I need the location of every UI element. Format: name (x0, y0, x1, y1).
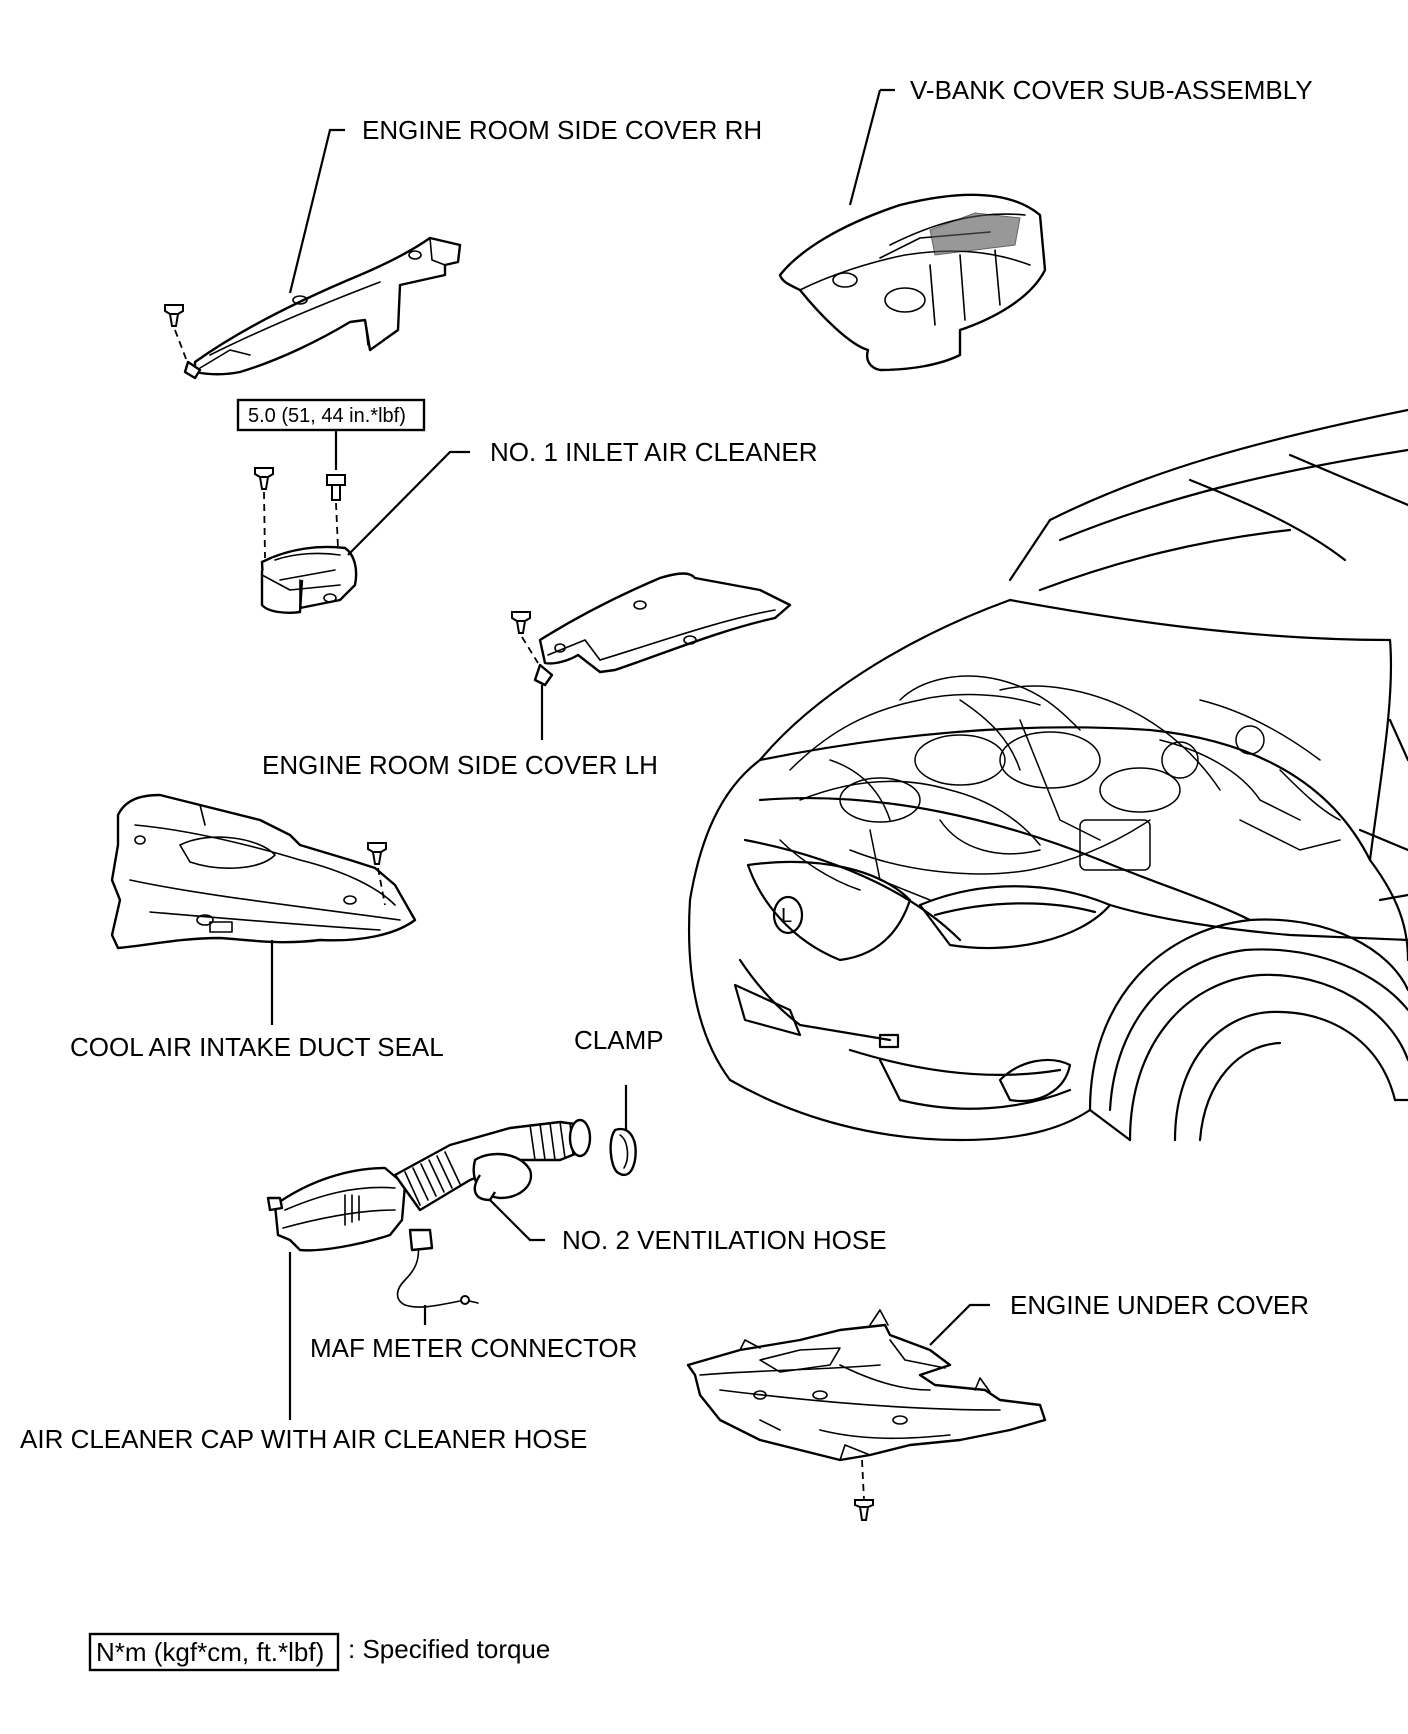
cool-air-intake-duct-seal-part (110, 793, 417, 950)
torque-value: 5.0 (51, 44 in.*lbf) (248, 405, 406, 427)
engine-room-side-cover-lh-part (533, 572, 792, 687)
vehicle-front-illustration: L (687, 408, 1408, 1142)
v-bank-cover-part (778, 193, 1047, 372)
label-v-bank-cover: V-BANK COVER SUB-ASSEMBLY (910, 75, 1313, 105)
clamp-part (609, 1127, 637, 1176)
label-cool-air-intake-duct-seal: COOL AIR INTAKE DUCT SEAL (70, 1032, 444, 1062)
label-engine-under-cover: ENGINE UNDER COVER (1010, 1290, 1309, 1320)
clip-inlet-left-icon (254, 467, 274, 490)
torque-legend: N*m (kgf*cm, ft.*lbf) : Specified torque (88, 1632, 550, 1672)
label-engine-room-side-cover-rh: ENGINE ROOM SIDE COVER RH (362, 115, 762, 145)
engine-room-side-cover-rh-part (183, 236, 462, 380)
label-no1-inlet-air-cleaner: NO. 1 INLET AIR CLEANER (490, 437, 818, 467)
clip-lh-icon (511, 611, 531, 634)
bolt-inlet-icon (326, 474, 346, 501)
label-air-cleaner-cap: AIR CLEANER CAP WITH AIR CLEANER HOSE (20, 1424, 587, 1454)
no1-inlet-air-cleaner-part (260, 545, 358, 614)
legend-description: : Specified torque (348, 1634, 550, 1664)
clip-rh-icon (164, 304, 184, 327)
label-engine-room-side-cover-lh: ENGINE ROOM SIDE COVER LH (262, 750, 658, 780)
engine-compartment-detail (779, 675, 1341, 901)
air-cleaner-cap-with-hose-part (266, 1118, 592, 1308)
leader-engine-room-side-cover-rh (288, 128, 345, 294)
leader-v-bank-cover (848, 88, 895, 206)
clip-duct-seal-icon (367, 842, 387, 865)
bolt-under-cover-icon (854, 1499, 874, 1521)
label-maf-meter-connector: MAF METER CONNECTOR (310, 1333, 637, 1363)
label-no2-ventilation-hose: NO. 2 VENTILATION HOSE (562, 1225, 887, 1255)
label-clamp: CLAMP (574, 1025, 664, 1055)
leader-no1-inlet-air-cleaner (347, 450, 470, 556)
torque-spec-box: 5.0 (51, 44 in.*lbf) (236, 398, 426, 432)
svg-text:L: L (781, 905, 792, 927)
engine-under-cover-part (686, 1309, 1047, 1462)
legend-unit-box: N*m (kgf*cm, ft.*lbf) (96, 1637, 324, 1667)
